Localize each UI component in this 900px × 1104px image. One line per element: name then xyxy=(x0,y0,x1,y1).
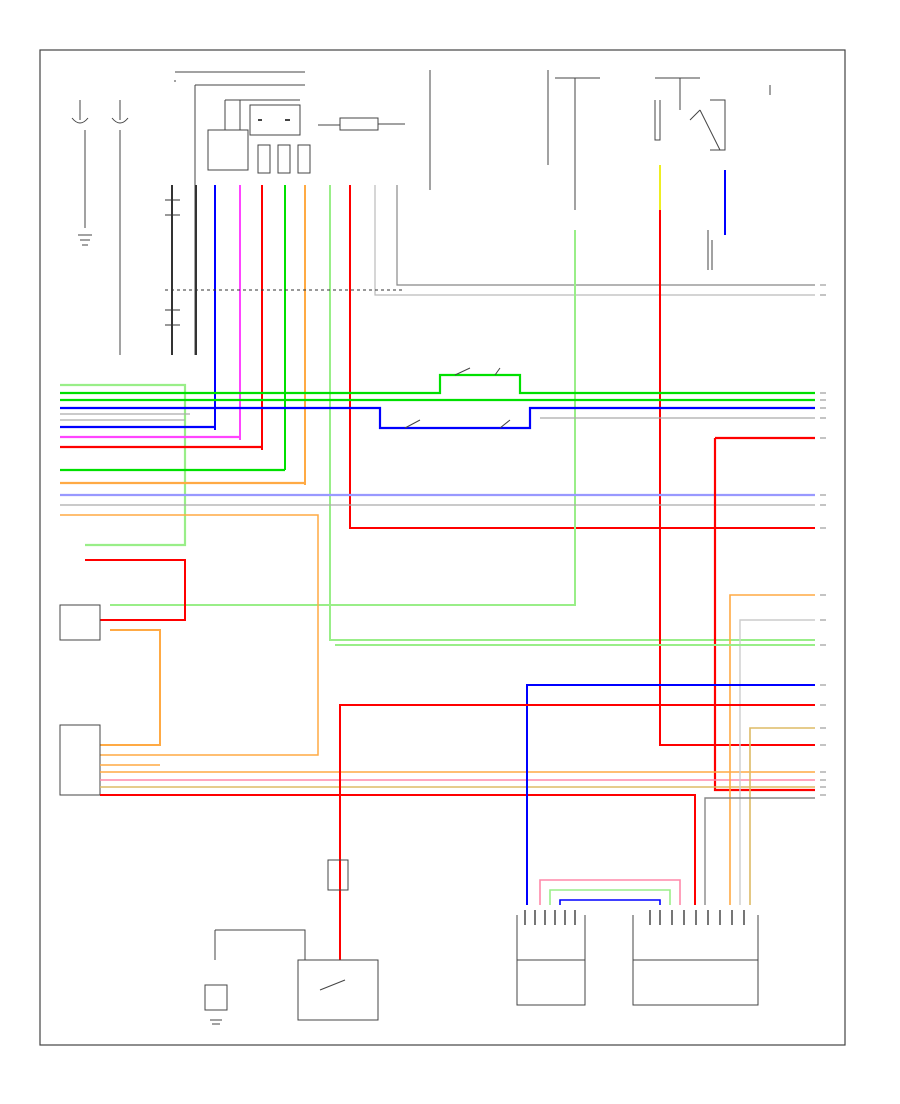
wire-gray xyxy=(374,185,815,296)
connector-column-group xyxy=(171,185,815,641)
connector-icon xyxy=(516,959,586,1006)
wire-orange xyxy=(60,514,319,756)
right-feed-wires xyxy=(335,594,815,905)
ground-icon xyxy=(210,1019,222,1025)
wire-pink xyxy=(539,879,681,905)
wire-red xyxy=(85,559,186,621)
wire-light-green xyxy=(329,185,815,641)
switch-icon xyxy=(297,959,379,1021)
header-line xyxy=(174,71,305,82)
connector-icon xyxy=(204,984,228,1011)
switch-icon xyxy=(404,419,511,429)
wire-black xyxy=(84,130,121,355)
bottom-connector-pins xyxy=(524,910,745,925)
wire-light-green xyxy=(549,889,671,905)
top-right-relay-group xyxy=(547,70,771,270)
fuse-icon xyxy=(111,117,129,124)
wire-red xyxy=(713,436,815,792)
wire-red xyxy=(659,210,815,746)
relay-icon xyxy=(249,104,301,136)
bus-wires xyxy=(60,373,815,792)
diagram-frame xyxy=(39,49,846,1046)
wire-green xyxy=(60,373,815,395)
wire-orange xyxy=(729,594,815,905)
wire-blue xyxy=(60,406,815,430)
fuse-icon xyxy=(257,144,271,174)
wire-blue xyxy=(559,899,661,905)
fuse-icon xyxy=(297,144,311,174)
wire-gray xyxy=(704,797,815,905)
switch-icon xyxy=(454,367,501,376)
top-left-fuse-group xyxy=(71,70,431,355)
wire-blue xyxy=(526,684,815,905)
wire-light-green xyxy=(110,230,576,606)
switch-icon xyxy=(689,109,721,151)
fuse-box-leads xyxy=(79,100,121,120)
fuse-icon xyxy=(71,117,89,124)
wire-gray xyxy=(739,619,815,905)
wire-black xyxy=(655,77,700,110)
wire-tan xyxy=(749,727,815,905)
connector-pin-marks xyxy=(165,199,405,326)
wire-red xyxy=(339,704,815,830)
center-switch-group xyxy=(404,367,511,429)
module-box xyxy=(207,129,249,171)
connector-icon xyxy=(59,604,101,641)
wire-orange xyxy=(100,629,161,746)
wire-gray xyxy=(396,185,815,286)
relay-icon xyxy=(710,99,726,151)
connector-icon xyxy=(632,959,759,1006)
fuse-icon xyxy=(327,859,349,891)
wire-black xyxy=(547,70,600,210)
switch-icon xyxy=(319,979,346,991)
ground-icon xyxy=(78,234,92,246)
fuse-icon xyxy=(277,144,291,174)
relay-icon xyxy=(654,100,661,141)
connector-icon xyxy=(59,724,101,796)
bottom-component-group xyxy=(204,830,759,1025)
wire-black xyxy=(214,929,306,960)
fuse-icon xyxy=(318,117,405,131)
wire-red xyxy=(349,185,815,529)
wire-light-green xyxy=(60,383,187,547)
left-connector-group xyxy=(59,559,815,905)
right-pin-stubs xyxy=(820,284,826,796)
connector-icon xyxy=(707,230,713,270)
top-right-wires xyxy=(110,165,815,746)
wire-red xyxy=(100,794,696,905)
